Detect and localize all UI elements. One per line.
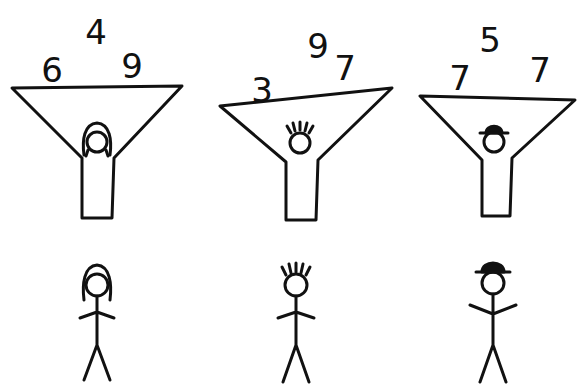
number-label: 7 — [334, 51, 356, 85]
number-label: 9 — [121, 49, 143, 83]
number-label: 4 — [85, 15, 107, 49]
funnel — [220, 88, 392, 220]
girl-face — [83, 123, 110, 156]
number-label: 6 — [41, 53, 63, 87]
number-label: 3 — [251, 73, 273, 107]
stick-figure — [470, 263, 516, 382]
stick-figure — [80, 265, 114, 380]
number-label: 7 — [449, 61, 471, 95]
number-label: 9 — [307, 29, 329, 63]
number-label: 5 — [479, 23, 501, 57]
boy-face — [287, 122, 313, 153]
funnel — [12, 86, 182, 218]
stick-figure — [278, 263, 314, 382]
hat-face — [480, 126, 508, 152]
funnel — [420, 96, 575, 216]
number-label: 7 — [529, 53, 551, 87]
